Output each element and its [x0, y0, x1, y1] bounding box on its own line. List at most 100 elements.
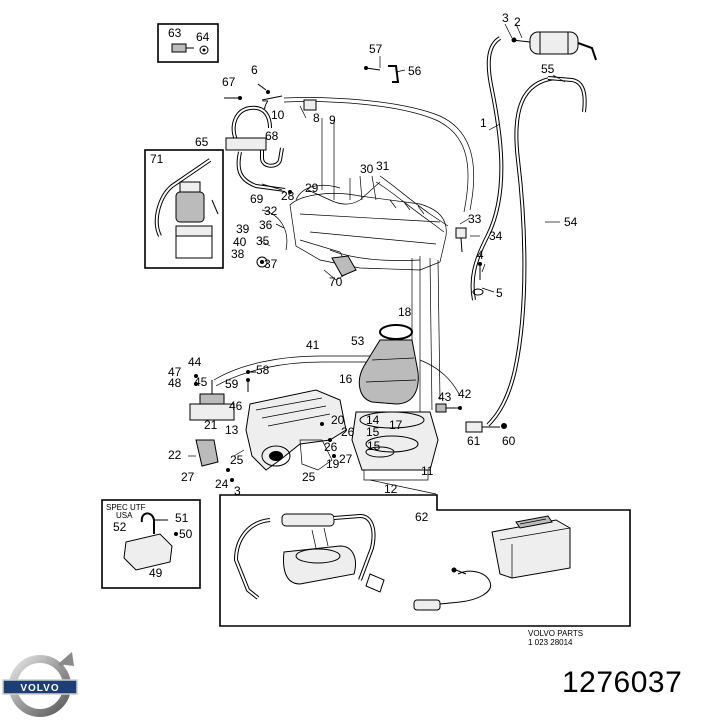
hose-65-68 [225, 105, 286, 192]
valve-unit-45 [189, 374, 235, 421]
callout-15: 15 [366, 425, 380, 439]
callout-3b: 3 [234, 484, 241, 498]
callout-28: 28 [281, 189, 295, 203]
callout-13: 13 [225, 423, 239, 437]
inset-box-63-64 [157, 23, 219, 63]
logo-text: VOLVO [20, 683, 59, 694]
callout-61: 61 [467, 434, 481, 448]
callout-20: 20 [331, 413, 345, 427]
callout-37: 37 [264, 257, 278, 271]
callout-47: 47 [168, 365, 182, 379]
stamp-line1: VOLVO PARTS [528, 629, 583, 638]
clamp-53 [379, 324, 413, 340]
bolt-57 [364, 66, 381, 71]
callout-44: 44 [188, 355, 202, 369]
callout-22: 22 [168, 448, 182, 462]
callout-11: 11 [421, 464, 434, 478]
fuel-filter [511, 31, 597, 61]
callout-18: 18 [398, 305, 412, 319]
callout-51: 51 [175, 511, 189, 525]
callout-45: 45 [194, 375, 208, 389]
valve-49 [123, 512, 178, 571]
callout-14: 14 [366, 413, 380, 427]
callout-56: 56 [408, 64, 422, 78]
callout-26b: 26 [324, 440, 338, 454]
clip-56 [388, 65, 400, 83]
callout-55: 55 [541, 62, 555, 76]
callout-49: 49 [149, 566, 163, 580]
bracket-70 [331, 255, 357, 277]
callout-65: 65 [195, 135, 209, 149]
callout-50: 50 [179, 527, 193, 541]
hose-54 [486, 76, 556, 427]
callout-36: 36 [259, 218, 273, 232]
intake-boot-16 [358, 339, 419, 405]
callout-25b: 25 [302, 470, 316, 484]
callout-27: 27 [181, 470, 195, 484]
callout-6: 6 [251, 63, 258, 77]
small-parts-13-27 [188, 422, 336, 482]
callout-2: 2 [514, 15, 521, 29]
rods-18 [411, 256, 441, 420]
bolts-6-7-67 [224, 83, 283, 101]
callout-21: 21 [204, 418, 218, 432]
bolts-42-43 [435, 403, 462, 413]
callout-35: 35 [256, 234, 270, 248]
lines-29-31 [307, 175, 449, 233]
inset-box-62 [219, 494, 631, 627]
inset-box-spec-usa [101, 499, 201, 589]
callout-58: 58 [256, 363, 270, 377]
callout-29: 29 [305, 181, 319, 195]
clamp-5 [472, 288, 484, 296]
callout-40: 40 [233, 235, 247, 249]
callout-68: 68 [265, 129, 279, 143]
volvo-logo: VOLVO [2, 652, 78, 717]
callout-17: 17 [389, 418, 403, 432]
callout-10: 10 [271, 108, 285, 122]
sensor-63 [171, 43, 194, 53]
callout-27b: 27 [339, 452, 353, 466]
callout-25a: 25 [230, 453, 244, 467]
fitting-60-61 [465, 421, 507, 433]
callout-16: 16 [339, 372, 353, 386]
callout-39: 39 [236, 222, 250, 236]
bolts-58-59 [246, 370, 256, 392]
callout-42: 42 [458, 387, 472, 401]
intake-manifold [245, 389, 347, 471]
muffler-assembly-62 [233, 513, 385, 600]
callout-24: 24 [215, 477, 229, 491]
callout-31: 31 [376, 159, 390, 173]
callout-26: 26 [341, 425, 355, 439]
callout-46: 46 [229, 399, 243, 413]
oxygen-sensor [413, 567, 492, 611]
callout-12: 12 [384, 482, 398, 496]
callout-15b: 15 [367, 439, 381, 453]
callout-48: 48 [168, 376, 182, 390]
gasket-15 [365, 446, 395, 458]
leader-lines [321, 23, 566, 293]
callout-1: 1 [480, 116, 487, 130]
callout-54: 54 [564, 215, 578, 229]
callout-67: 67 [222, 75, 236, 89]
throttle-housing-17 [351, 411, 439, 481]
callout-64: 64 [196, 30, 210, 44]
callout-34: 34 [489, 229, 503, 243]
callout-8: 8 [313, 111, 320, 125]
washer-64 [199, 45, 209, 55]
fitting-28 [261, 183, 292, 194]
stamp-line2: 1 023 28014 [528, 638, 573, 647]
callout-5: 5 [496, 286, 503, 300]
callout-3: 3 [502, 11, 509, 25]
callout-7: 7 [262, 98, 269, 112]
spec-label-line1: SPEC UTF [106, 503, 146, 512]
callout-4: 4 [477, 248, 484, 262]
callout-43: 43 [438, 390, 452, 404]
fittings-35-40 [256, 223, 285, 268]
part-number: 1276037 [562, 666, 683, 699]
engine-block [261, 175, 447, 281]
callout-63: 63 [168, 26, 182, 40]
callout-59: 59 [225, 377, 239, 391]
bolt-4 [478, 262, 482, 280]
inset-box-71 [144, 149, 224, 269]
